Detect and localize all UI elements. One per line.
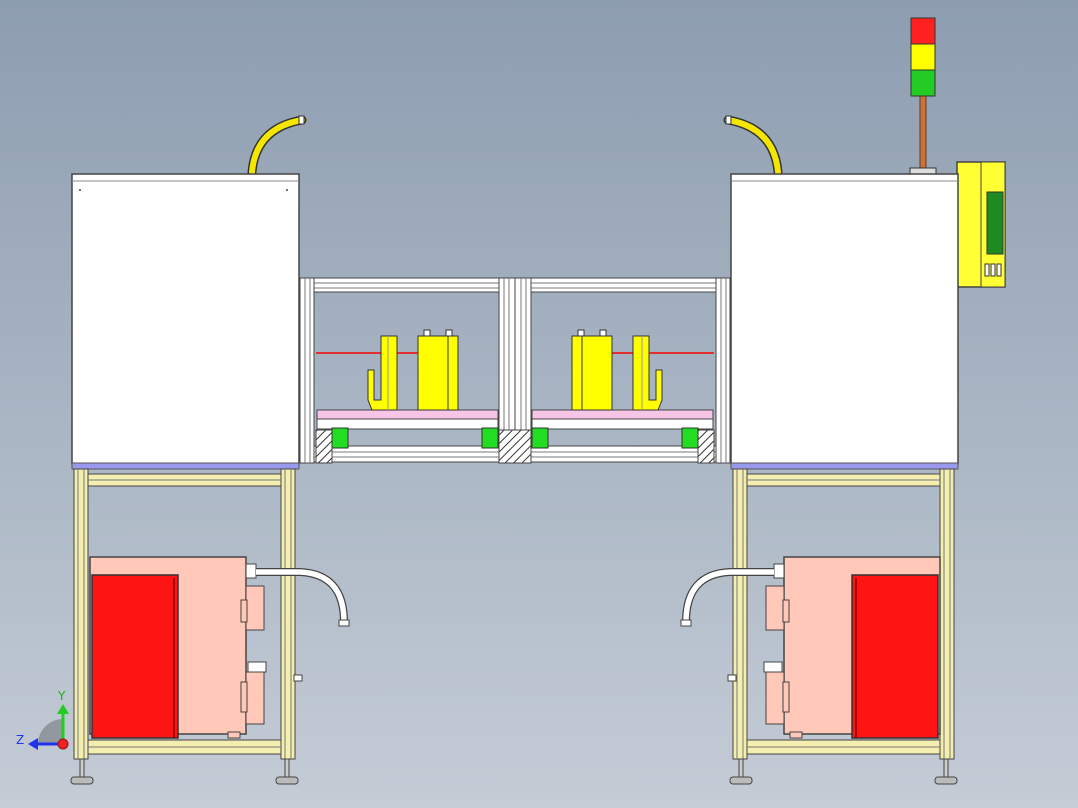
right-power-unit (763, 556, 941, 739)
center-bridge (298, 277, 732, 464)
right-feet (729, 758, 958, 785)
signal-tower (909, 17, 937, 175)
control-box (956, 161, 1006, 288)
left-trim (71, 462, 300, 470)
right-station (680, 17, 1006, 785)
left-fixture (315, 329, 499, 464)
right-trim (730, 462, 959, 470)
left-frame (73, 468, 303, 760)
y-axis-label: Y (57, 689, 66, 703)
right-housing (730, 173, 959, 465)
z-axis-label: Z (16, 733, 24, 747)
left-power-unit (89, 556, 267, 739)
axis-triad[interactable]: Y Z (16, 689, 69, 750)
left-station (70, 115, 350, 785)
right-fixture (531, 329, 715, 464)
right-frame (727, 468, 955, 760)
triad-origin (57, 738, 69, 750)
left-housing (71, 173, 300, 465)
left-feet (70, 758, 299, 785)
